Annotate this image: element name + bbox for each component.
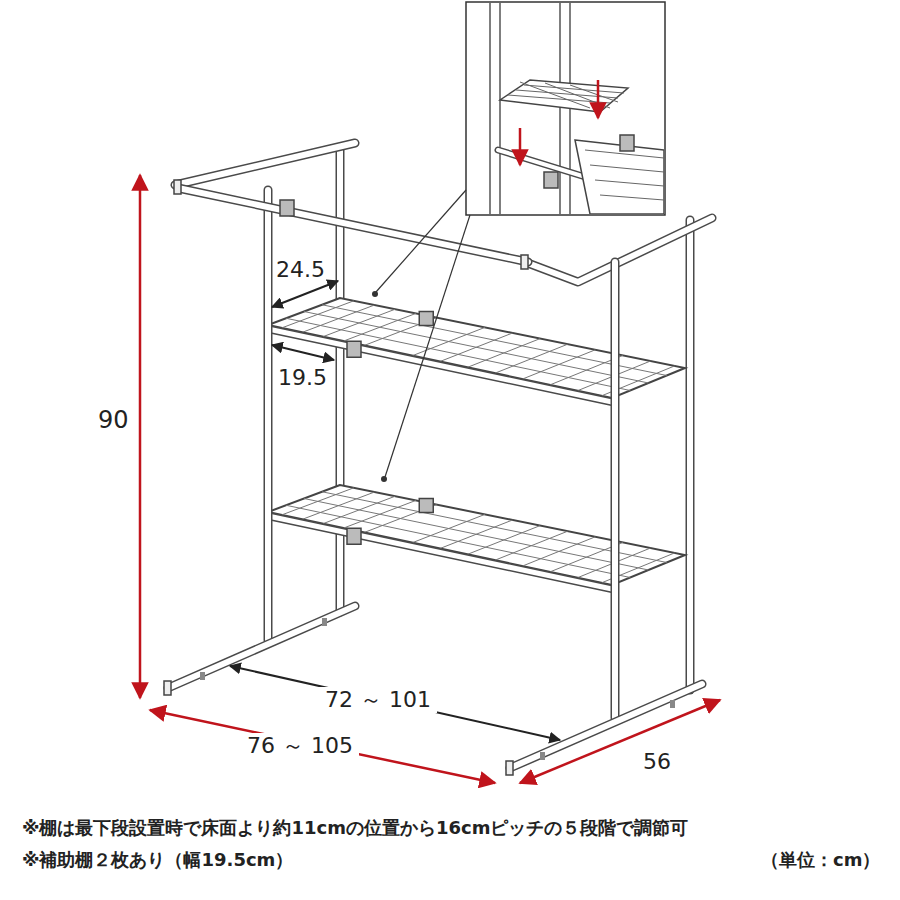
depth-dimension: 24.5 — [276, 257, 325, 283]
depth-dimension: 56 — [643, 749, 671, 775]
dimension-lines — [140, 175, 720, 783]
note-text: ※棚は最下段設置時で床面より約11cmの位置から16cmピッチの５段階で調節可 — [22, 817, 688, 839]
detail-inset — [372, 2, 665, 482]
wire-shelves — [268, 298, 685, 589]
depth-dimension: 19.5 — [278, 365, 327, 391]
back-frame — [175, 143, 712, 690]
inner-width-dimension: 72 ～ 101 — [319, 687, 437, 713]
unit-note: （単位：cm） — [761, 849, 880, 871]
note-text: ※補助棚２枚あり（幅19.5cm） — [22, 849, 293, 871]
front-frame — [164, 180, 702, 775]
height-dimension: 90 — [98, 406, 129, 435]
outer-width-dimension: 76 ～ 105 — [241, 733, 359, 759]
